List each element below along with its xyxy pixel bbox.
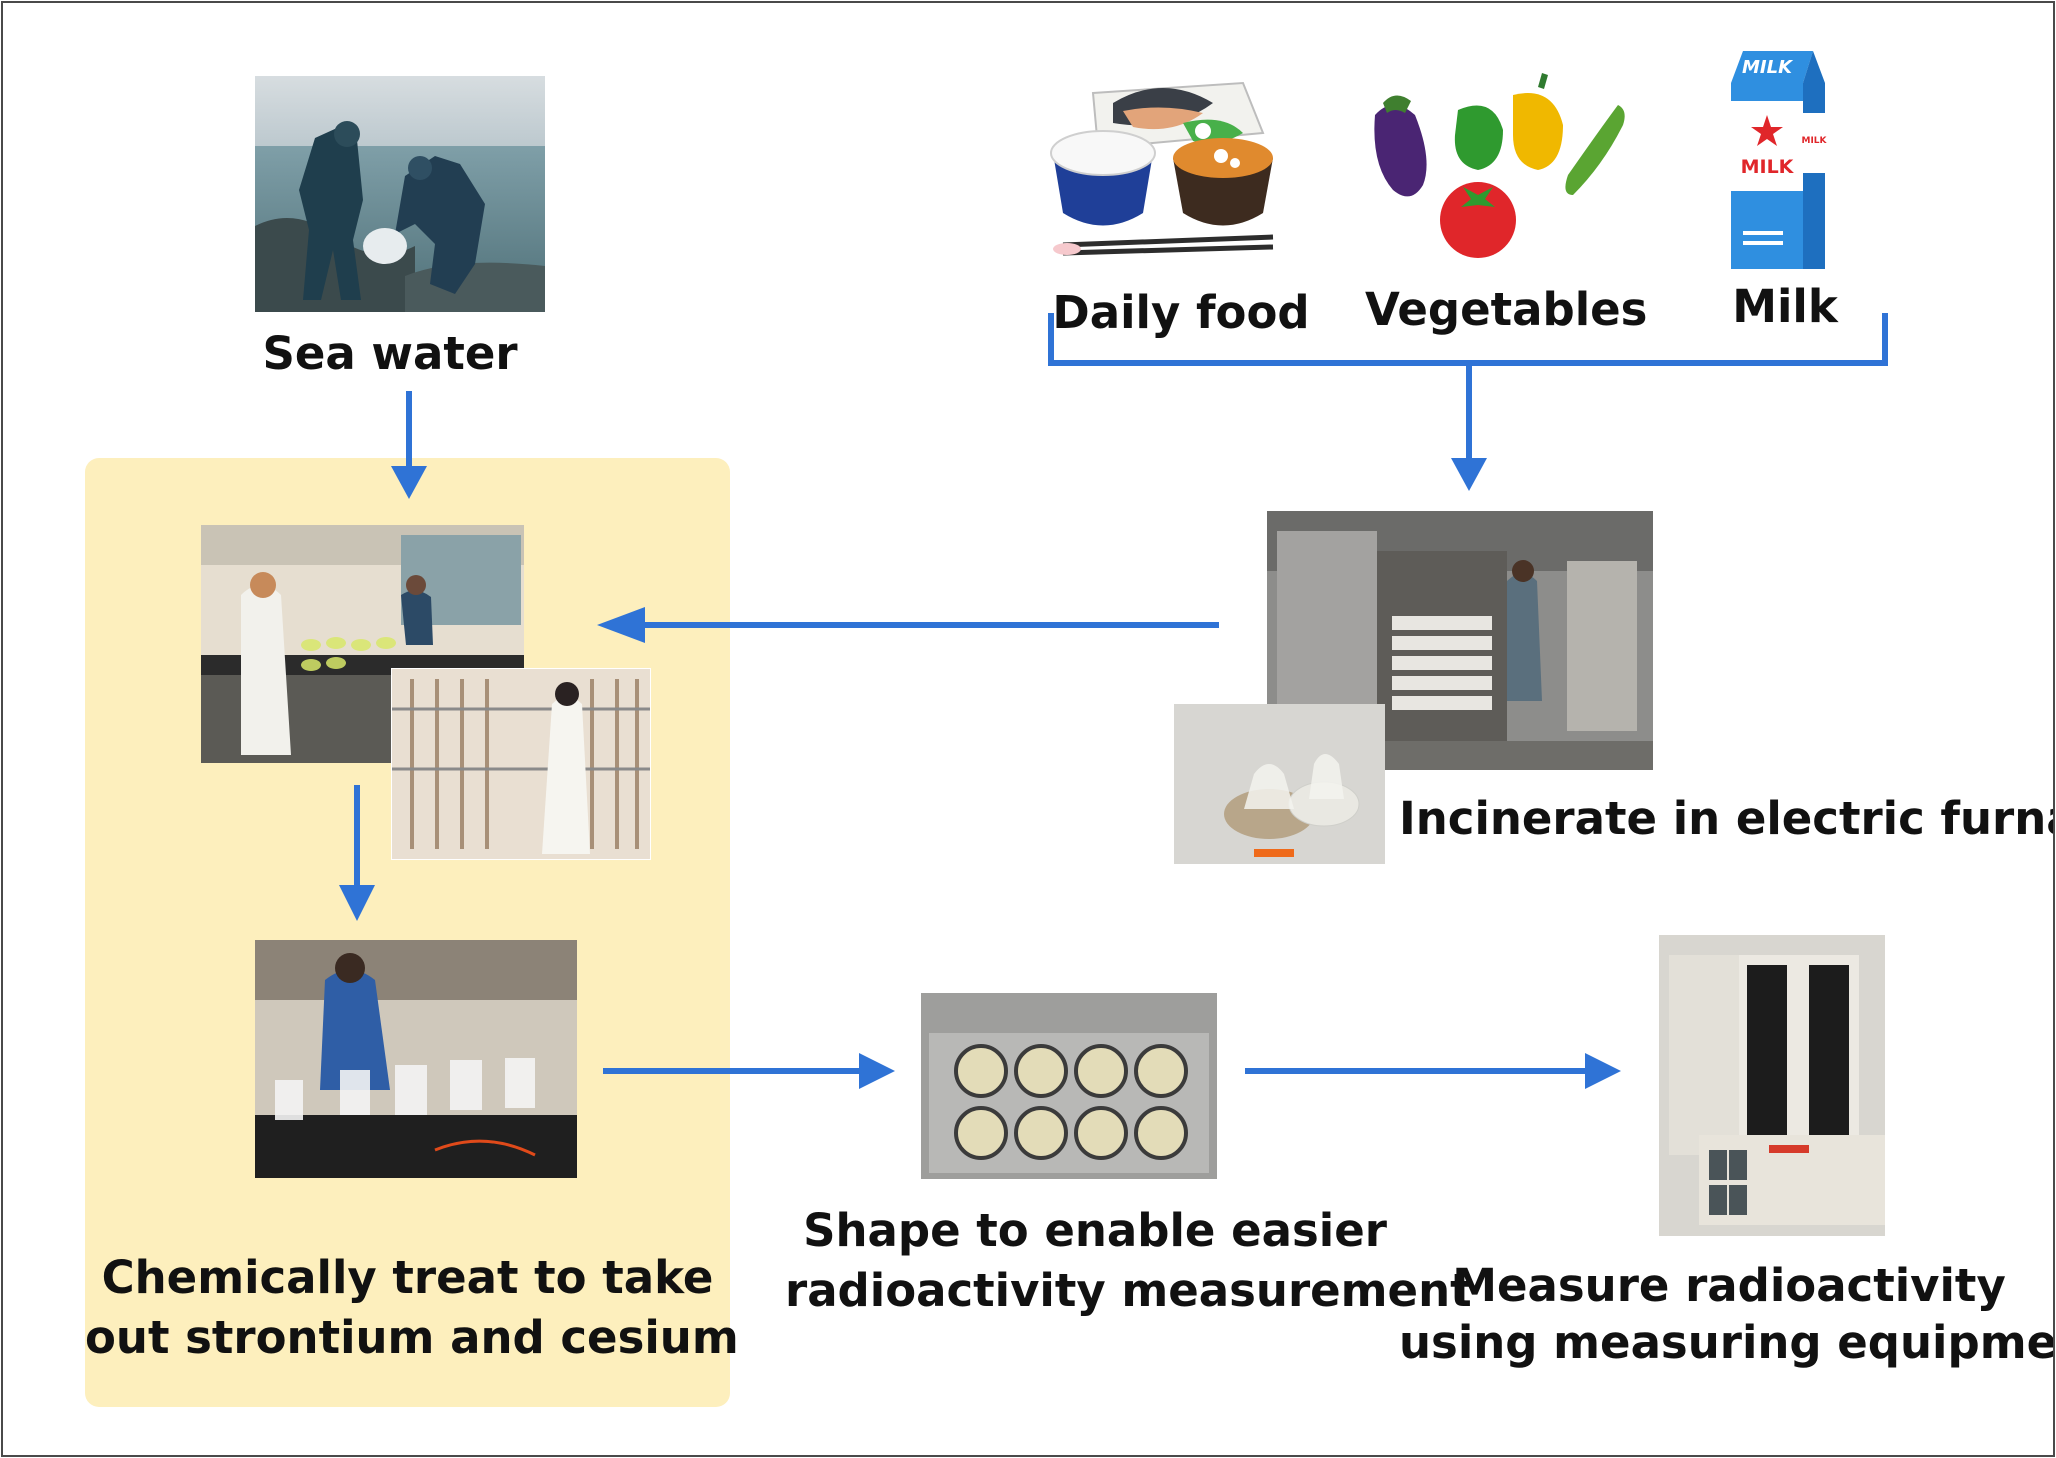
measuring-equipment-photo (1659, 935, 1885, 1236)
chemical-treatment-label-line1: Chemically treat to take (101, 1251, 714, 1304)
daily-food-illustration (1043, 63, 1303, 263)
milk-front-text: MILK (1741, 156, 1795, 178)
measure-label-line1: Measure radioactivity (1452, 1259, 2006, 1312)
milk-label: Milk (1732, 280, 1838, 333)
milk-side-text: MILK (1801, 136, 1827, 146)
food-bracket-line (1048, 313, 1888, 366)
milk-top-text: MILK (1742, 57, 1794, 78)
arrowheads (339, 458, 1621, 1089)
lab-column-photo (391, 668, 651, 860)
vegetables-label: Vegetables (1365, 283, 1648, 336)
lab-beaker-photo (255, 940, 577, 1178)
arrowhead-to-lab (597, 607, 645, 643)
sea-water-label: Sea water (262, 327, 518, 380)
connector-overlay (339, 313, 1888, 1089)
milk-carton-illustration: MILK MILK MILK (1723, 43, 1833, 279)
sea-water-photo (255, 76, 545, 312)
daily-food-label: Daily food (1052, 286, 1310, 339)
measure-label-line2: using measuring equipment (1399, 1316, 2055, 1369)
incinerated-ash-photo (1174, 704, 1385, 864)
arrowhead-lab-down (339, 885, 375, 921)
shape-label-line1: Shape to enable easier (803, 1204, 1387, 1257)
arrowhead-to-shape (859, 1053, 895, 1089)
arrowhead-to-furnace (1451, 458, 1487, 491)
connectors (354, 313, 1888, 1074)
chemical-treatment-label-line2: out strontium and cesium (85, 1311, 739, 1364)
shaped-samples-photo (921, 993, 1217, 1179)
vegetables-illustration (1363, 65, 1633, 265)
arrowhead-to-measure (1585, 1053, 1621, 1089)
arrowhead-sea-water (391, 466, 427, 499)
incinerate-label: Incinerate in electric furnace (1399, 792, 2053, 845)
shape-label-line2: radioactivity measurement (785, 1264, 1472, 1317)
